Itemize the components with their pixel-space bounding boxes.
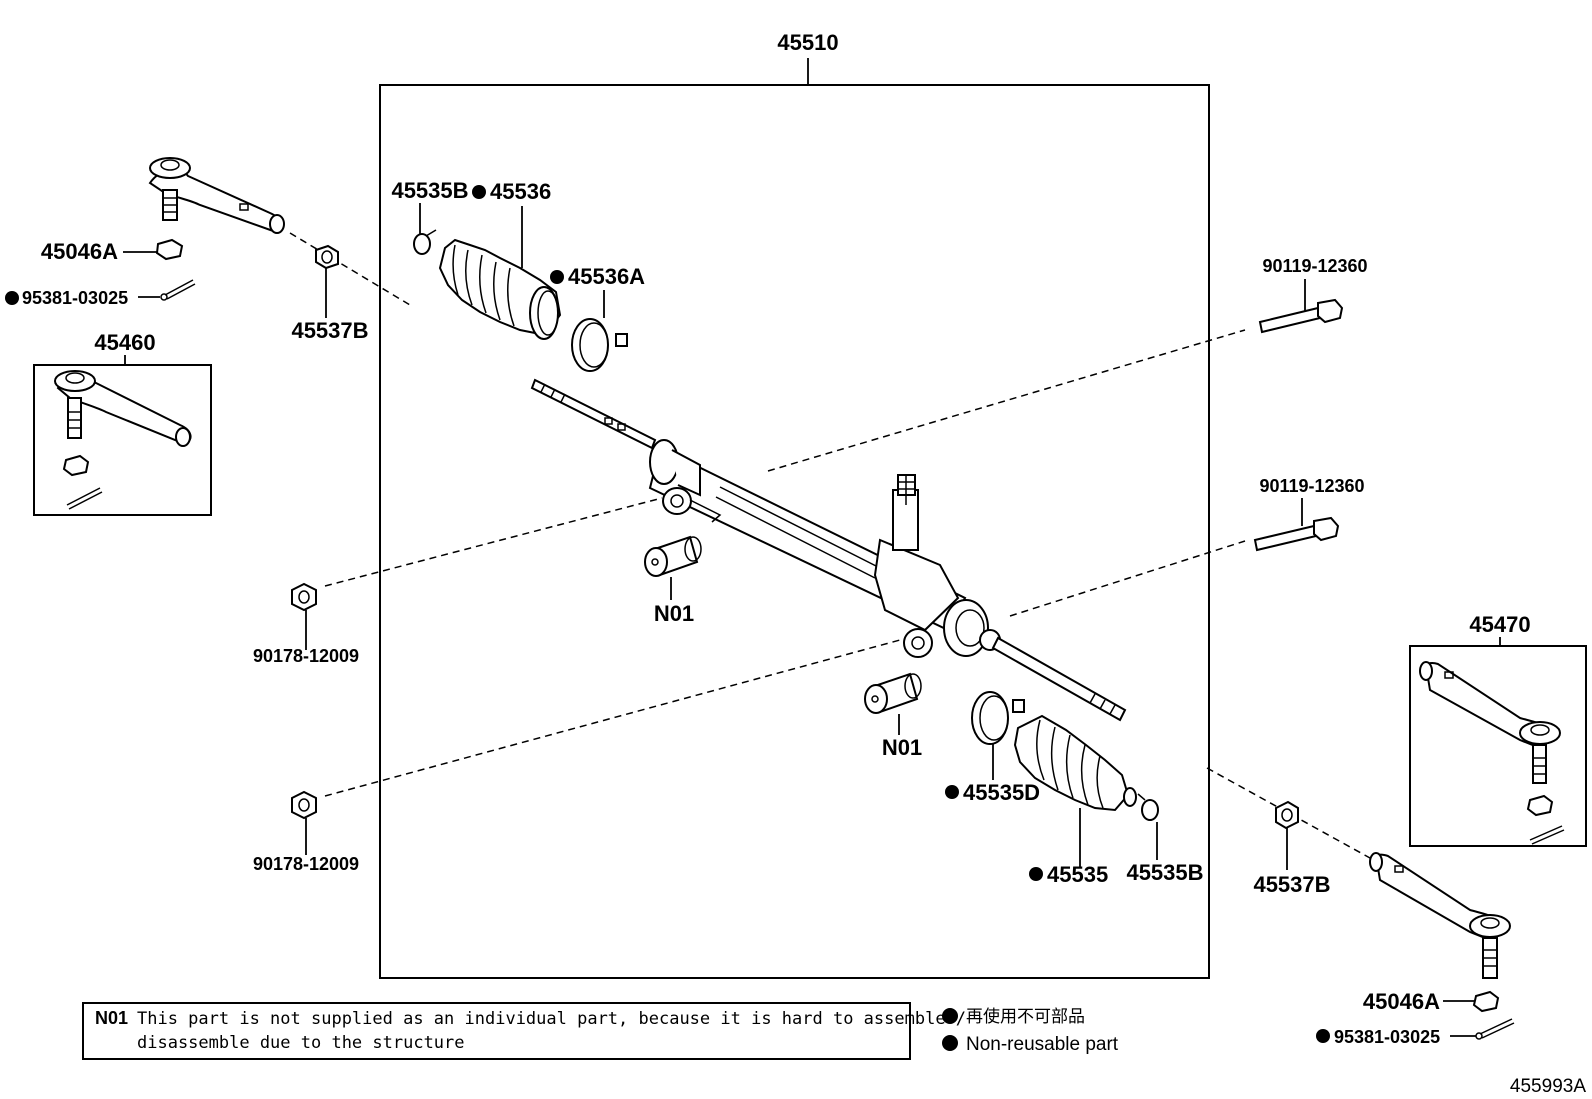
- steering-rack-icon: [530, 378, 1127, 722]
- legend-english: Non-reusable part: [966, 1034, 1119, 1055]
- label-45537B-top: 45537B: [291, 318, 368, 343]
- label-45046A-bottom: 45046A: [1363, 989, 1440, 1014]
- nut-bottom-icon: [1472, 990, 1500, 1013]
- label-nut-upper: 90178-12009: [253, 646, 359, 666]
- nonreusable-dot-icon: [550, 270, 564, 284]
- clamp-upper-icon: [413, 229, 437, 255]
- lock-nut-top-icon: [315, 244, 339, 270]
- note-line-2: disassemble due to the structure: [137, 1033, 465, 1053]
- label-45535D: 45535D: [963, 780, 1040, 805]
- nut-upper-icon: [291, 582, 317, 612]
- nut-top-icon: [155, 238, 184, 261]
- label-nut-lower: 90178-12009: [253, 854, 359, 874]
- band-upper-icon: [571, 318, 628, 372]
- note-code: N01: [95, 1008, 128, 1028]
- label-45535B-lower: 45535B: [1126, 860, 1203, 885]
- label-cotter-pin-bottom: 95381-03025: [1334, 1027, 1440, 1047]
- tie-rod-end-bottom-icon: [1369, 852, 1511, 979]
- label-bolt-upper: 90119-12360: [1262, 256, 1367, 276]
- label-cotter-pin-top: 95381-03025: [22, 288, 128, 308]
- assembly-box: [379, 84, 1210, 979]
- label-45536A: 45536A: [568, 264, 645, 289]
- cotter-pin-bottom-icon: [1475, 1018, 1515, 1040]
- bushing-lower-icon: [864, 672, 922, 714]
- clamp-lower-icon: [1137, 793, 1159, 821]
- dash-bolt-upper: [767, 329, 1246, 472]
- label-45536: 45536: [490, 179, 551, 204]
- cotter-pin-top-icon: [160, 279, 196, 301]
- assembly-number-label: 45510: [777, 30, 838, 55]
- bolt-lower-icon: [1253, 516, 1340, 552]
- legend-dot-icon: [942, 1035, 958, 1051]
- set-box-45470: [1409, 645, 1587, 847]
- note-line-1: This part is not supplied as an individu…: [137, 1009, 966, 1029]
- boot-lower-icon: [1013, 714, 1137, 812]
- dash-nut-lower: [324, 639, 901, 797]
- nonreusable-dot-icon: [5, 291, 19, 305]
- label-N01-upper: N01: [654, 601, 694, 626]
- diagram-id: 455993A: [1510, 1076, 1586, 1097]
- nonreusable-dot-icon: [472, 185, 486, 199]
- label-45046A-top: 45046A: [41, 239, 118, 264]
- label-45460: 45460: [94, 330, 155, 355]
- label-N01-lower: N01: [882, 735, 922, 760]
- label-45535B-upper: 45535B: [391, 178, 468, 203]
- label-45535: 45535: [1047, 862, 1108, 887]
- bolt-upper-icon: [1258, 298, 1344, 334]
- note-box: [82, 1002, 911, 1060]
- nonreusable-dot-icon: [945, 785, 959, 799]
- nut-lower-icon: [291, 790, 317, 820]
- tie-rod-end-set-lh-icon: [54, 370, 192, 510]
- label-bolt-lower: 90119-12360: [1259, 476, 1364, 496]
- nonreusable-dot-icon: [1316, 1029, 1330, 1043]
- legend-japanese: 再使用不可部品: [966, 1006, 1085, 1027]
- set-box-45460: [33, 364, 212, 516]
- tie-rod-end-top-icon: [148, 157, 285, 234]
- bushing-upper-icon: [644, 535, 702, 577]
- band-lower-icon: [971, 691, 1025, 745]
- nonreusable-dot-icon: [1029, 867, 1043, 881]
- label-45470: 45470: [1469, 612, 1530, 637]
- dash-tierod-top: [289, 232, 411, 306]
- lock-nut-bottom-icon: [1275, 800, 1299, 830]
- legend-dot-icon: [942, 1008, 958, 1024]
- dash-nut-upper: [324, 497, 663, 587]
- boot-upper-icon: [438, 238, 562, 340]
- dash-bolt-lower: [1009, 540, 1246, 617]
- label-45537B-bottom: 45537B: [1253, 872, 1330, 897]
- tie-rod-end-set-rh-icon: [1419, 661, 1565, 845]
